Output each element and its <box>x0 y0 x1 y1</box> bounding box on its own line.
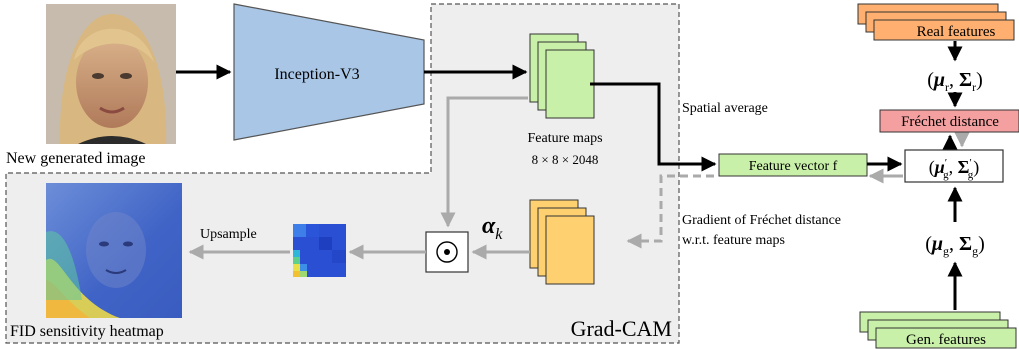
gradient-label-line2: w.r.t. feature maps <box>682 233 785 248</box>
heatmap-label: FID sensitivity heatmap <box>10 323 164 340</box>
gradient-maps-stack <box>529 199 595 285</box>
real-features-stack <box>857 3 1015 41</box>
spatial-average-label: Spatial average <box>682 101 768 116</box>
gen-features-label: Gen. features <box>906 332 986 348</box>
new-image-label: New generated image <box>6 150 145 167</box>
alpha-k-label: αk <box>482 213 503 243</box>
upsample-label: Upsample <box>200 227 257 242</box>
frechet-distance-box <box>879 109 1019 133</box>
alpha-subscript: k <box>495 226 503 243</box>
inception-v3-block <box>233 3 425 141</box>
frechet-distance-label: Fréchet distance <box>901 114 999 130</box>
gen-features-stack <box>859 311 1017 349</box>
real-features-label: Real features <box>917 24 996 40</box>
mu-sigma-g-prime-box <box>904 149 1004 183</box>
hadamard-product-operator <box>425 231 469 273</box>
coarse-cam-grid <box>293 224 346 277</box>
feature-maps-stack <box>529 33 595 119</box>
mu-sigma-g: (μg, Σg) <box>925 233 985 258</box>
gradcam-label: Grad-CAM <box>571 316 672 341</box>
mu-sigma-g-prime: (μ′g, Σ′g) <box>929 157 980 181</box>
feature-maps-dims: 8 × 8 × 2048 <box>532 152 599 167</box>
feature-vector-label: Feature vector f <box>749 159 838 174</box>
feature-maps-label: Feature maps <box>527 131 602 146</box>
mu-sigma-r: (μr, Σr) <box>927 69 983 94</box>
alpha-symbol: α <box>482 213 496 239</box>
arrow-feature-maps-to-product <box>440 96 528 228</box>
inception-label: Inception-V3 <box>274 66 359 83</box>
arrow-gradient-dashed <box>626 174 714 249</box>
fid-sensitivity-heatmap <box>46 183 182 318</box>
gradient-label-line1: Gradient of Fréchet distance <box>682 213 841 228</box>
generated-face-image <box>46 4 176 144</box>
arrow-feature-maps-to-vector <box>590 82 717 172</box>
